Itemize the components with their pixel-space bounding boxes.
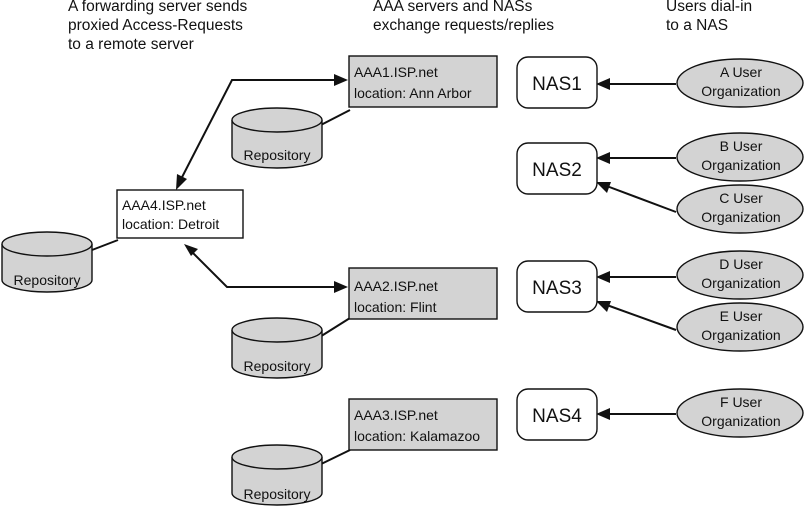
- arrowhead-a-nas1: [596, 78, 610, 90]
- repository-aaa3-label: Repository: [244, 486, 311, 502]
- server-aaa3-name: AAA3.ISP.net: [354, 407, 438, 423]
- repository-aaa1-label: Repository: [244, 147, 311, 163]
- arrow-e-nas3: [603, 303, 677, 331]
- header-left-line-3: to a remote server: [68, 36, 194, 53]
- organization-d-line-1: D User: [719, 256, 763, 272]
- repository-aaa3: Repository: [231, 444, 323, 506]
- server-aaa1-name: AAA1.ISP.net: [354, 64, 438, 80]
- arrow-aaa4-aaa2: [187, 247, 340, 288]
- organization-f: F User Organization: [676, 388, 804, 438]
- organization-f-line-2: Organization: [701, 413, 780, 429]
- repository-aaa2: Repository: [231, 317, 323, 379]
- organization-c: C User Organization: [676, 184, 804, 234]
- server-aaa2: AAA2.ISP.net location: Flint: [348, 267, 498, 320]
- arrowhead-f-nas4: [596, 408, 610, 420]
- organization-a-line-2: Organization: [701, 83, 780, 99]
- server-aaa4-location: location: Detroit: [122, 216, 219, 232]
- repository-aaa4-label: Repository: [14, 272, 81, 288]
- header-left-line-2: proxied Access-Requests: [68, 17, 243, 34]
- arrowhead-d-nas3: [596, 271, 610, 283]
- organization-b-line-1: B User: [720, 138, 763, 154]
- arrow-aaa4-aaa1: [177, 79, 340, 186]
- nas-1: NAS1: [516, 56, 598, 109]
- organization-c-line-2: Organization: [701, 209, 780, 225]
- nas-3-label: NAS3: [532, 278, 582, 299]
- organization-b: B User Organization: [676, 132, 804, 182]
- server-aaa4: AAA4.ISP.net location: Detroit: [116, 189, 244, 239]
- connector-repo-aaa4: [91, 239, 119, 251]
- header-right-line-1: Users dial-in: [666, 0, 752, 15]
- organization-f-line-1: F User: [720, 394, 762, 410]
- arrowhead-e-nas3: [596, 301, 611, 312]
- nas-2-label: NAS2: [532, 160, 582, 181]
- repository-aaa1: Repository: [231, 107, 323, 169]
- arrow-c-nas2: [603, 184, 677, 213]
- server-aaa3: AAA3.ISP.net location: Kalamazoo: [348, 398, 498, 451]
- arrowhead-to-aaa2: [334, 281, 348, 293]
- arrowhead-b-nas2: [596, 152, 610, 164]
- organization-e: E User Organization: [676, 302, 804, 352]
- header-right-line-2: to a NAS: [666, 17, 728, 34]
- nas-1-label: NAS1: [532, 74, 582, 95]
- organization-d: D User Organization: [676, 250, 804, 300]
- organization-a: A User Organization: [676, 58, 804, 108]
- server-aaa1-location: location: Ann Arbor: [354, 85, 472, 101]
- server-aaa4-name: AAA4.ISP.net: [122, 197, 206, 213]
- nas-3: NAS3: [516, 260, 598, 313]
- nas-4: NAS4: [516, 388, 598, 441]
- server-aaa3-location: location: Kalamazoo: [354, 428, 480, 444]
- header-middle-line-1: AAA servers and NASs: [373, 0, 533, 15]
- nas-2: NAS2: [516, 142, 598, 195]
- arrowhead-to-aaa4-bottom: [184, 244, 198, 256]
- arrowhead-to-aaa4-top: [176, 174, 187, 190]
- organization-c-line-1: C User: [719, 190, 763, 206]
- header-left-line-1: A forwarding server sends: [68, 0, 247, 15]
- arrowhead-to-aaa1: [334, 74, 348, 86]
- server-aaa2-location: location: Flint: [354, 299, 437, 315]
- server-aaa2-name: AAA2.ISP.net: [354, 278, 438, 294]
- repository-aaa4: Repository: [1, 231, 93, 293]
- server-aaa1: AAA1.ISP.net location: Ann Arbor: [348, 55, 498, 108]
- arrowhead-c-nas2: [596, 182, 611, 193]
- organization-d-line-2: Organization: [701, 275, 780, 291]
- header-middle-line-2: exchange requests/replies: [373, 17, 554, 34]
- nas-4-label: NAS4: [532, 406, 582, 427]
- organization-e-line-1: E User: [720, 308, 763, 324]
- repository-aaa2-label: Repository: [244, 358, 311, 374]
- organization-b-line-2: Organization: [701, 157, 780, 173]
- organization-a-line-1: A User: [720, 64, 762, 80]
- organization-e-line-2: Organization: [701, 327, 780, 343]
